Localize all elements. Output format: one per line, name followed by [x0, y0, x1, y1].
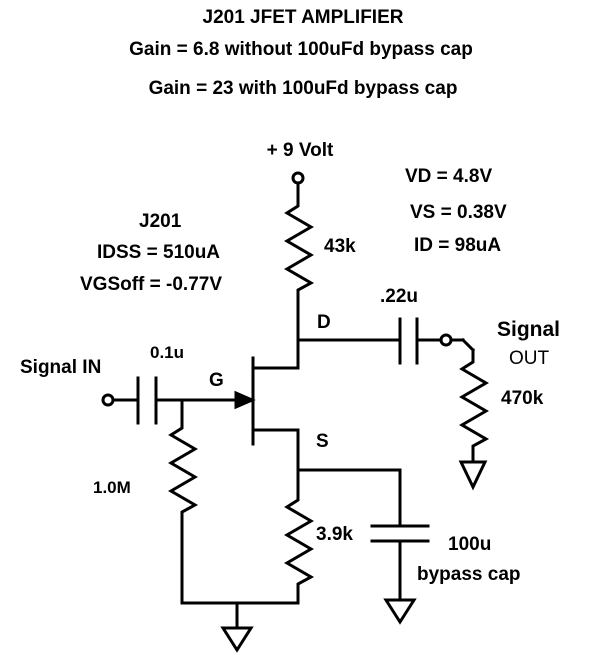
drain-resistor-label: 43k	[324, 236, 356, 257]
gate-arrow-icon	[234, 390, 256, 410]
vs-label: VS = 0.38V	[410, 202, 507, 223]
input-label: Signal IN	[20, 357, 101, 378]
gain-with-bypass: Gain = 23 with 100uFd bypass cap	[149, 78, 458, 99]
id-label: ID = 98uA	[414, 235, 501, 256]
bypass-cap-label: 100u	[448, 534, 491, 555]
drain-resistor	[284, 194, 315, 302]
source-resistor-label: 3.9k	[316, 524, 353, 545]
vd-label: VD = 4.8V	[405, 166, 492, 187]
device-name: J201	[139, 211, 182, 232]
idss-label: IDSS = 510uA	[97, 242, 220, 263]
supply-terminal	[291, 171, 305, 198]
source-pin-label: S	[316, 431, 329, 452]
load-ground-icon	[458, 460, 488, 491]
vgsoff-label: VGSoff = -0.77V	[80, 274, 222, 295]
gate-resistor-label: 1.0M	[93, 478, 131, 497]
output-capacitor	[398, 317, 419, 365]
source-resistor	[284, 490, 315, 605]
main-ground-icon	[220, 626, 254, 653]
input-cap-label: 0.1u	[150, 343, 184, 362]
input-capacitor	[136, 376, 158, 425]
bypass-ground-icon	[383, 598, 417, 625]
gate-pin-label: G	[209, 370, 224, 391]
load-resistor-label: 470k	[501, 388, 544, 409]
output-label-2: OUT	[509, 348, 550, 369]
output-label-1: Signal	[497, 318, 560, 341]
bypass-capacitor	[370, 524, 430, 543]
bypass-cap-desc: bypass cap	[417, 564, 521, 585]
drain-pin-label: D	[317, 312, 331, 333]
supply-label: + 9 Volt	[267, 140, 334, 161]
load-resistor	[459, 348, 490, 464]
gain-no-bypass: Gain = 6.8 without 100uFd bypass cap	[129, 39, 473, 60]
output-cap-label: .22u	[380, 286, 418, 307]
title: J201 JFET AMPLIFIER	[203, 7, 404, 28]
gate-resistor	[168, 418, 199, 605]
